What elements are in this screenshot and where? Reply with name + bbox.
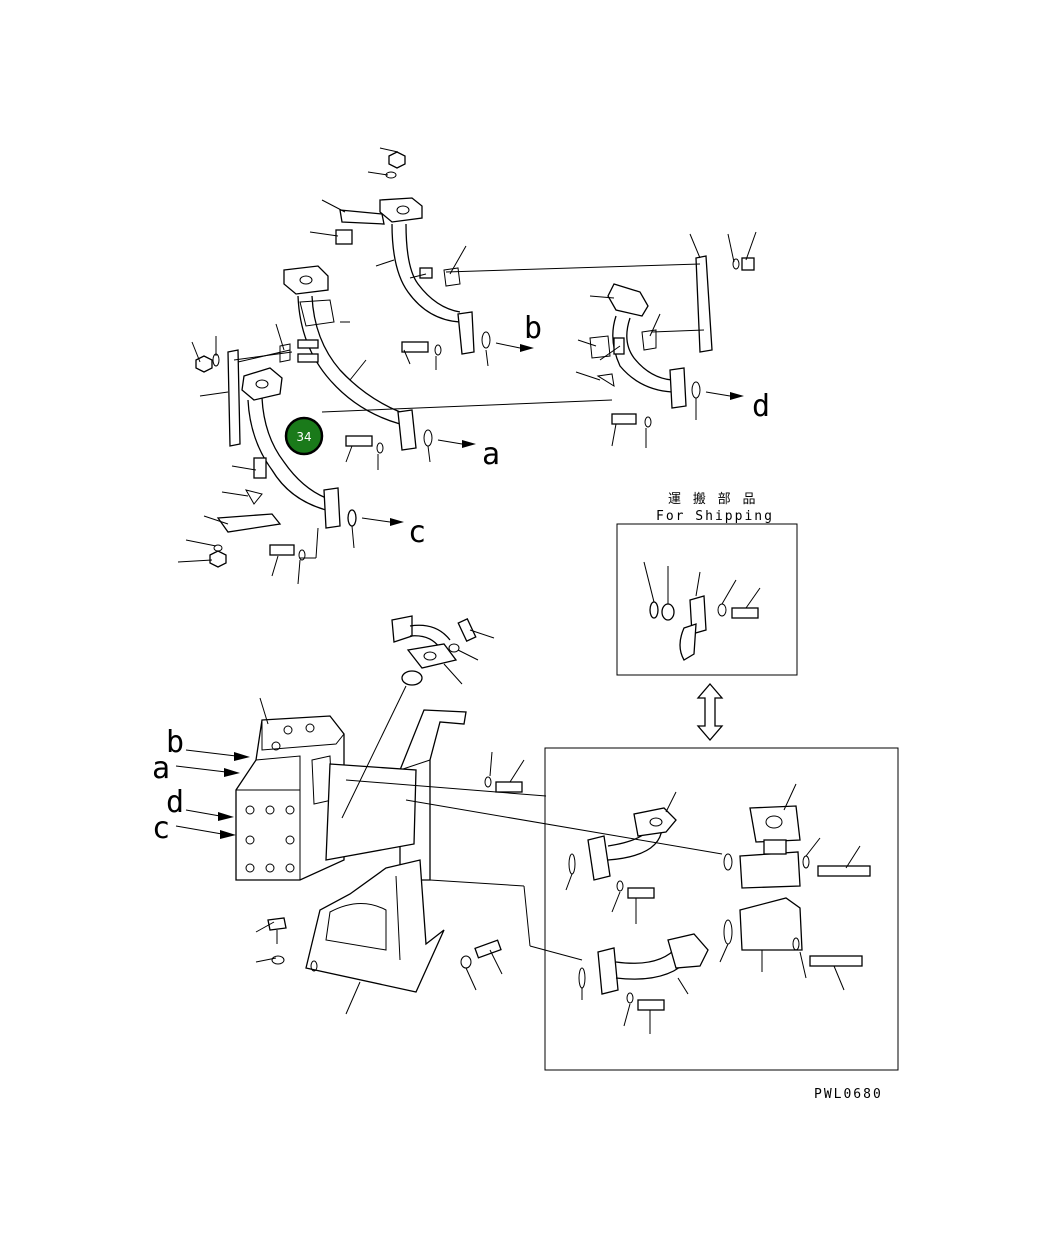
label-a-lower: a — [152, 751, 170, 786]
label-c-lower: c — [152, 811, 170, 846]
bracket-bolts — [460, 751, 525, 991]
tube-d-assembly — [575, 231, 757, 448]
valve-body — [235, 697, 345, 881]
label-d-upper: d — [752, 389, 770, 424]
label-b-upper: b — [524, 311, 542, 346]
label-c-upper: c — [408, 515, 426, 550]
tube-a-assembly — [279, 265, 476, 470]
elbow-top-flange — [341, 615, 495, 819]
tube-c-assembly — [177, 323, 404, 585]
callout-34[interactable]: 34 — [284, 416, 324, 456]
tube-b-assembly — [309, 147, 534, 370]
mounting-bracket — [255, 709, 467, 1015]
shipping-title-jp: 運 搬 部 品 — [668, 492, 757, 507]
figure-code: PWL0680 — [814, 1087, 883, 1102]
shipping-panel: 運 搬 部 品 For Shipping — [616, 492, 798, 676]
shipping-title-en: For Shipping — [656, 509, 774, 524]
detail-box — [544, 747, 899, 1071]
double-arrow — [696, 683, 724, 741]
label-b-lower: b — [166, 725, 184, 760]
label-d-lower: d — [166, 785, 184, 820]
valve-port-arrows — [175, 749, 250, 839]
port-labels: b a c d b a d c — [152, 311, 770, 846]
label-a-upper: a — [482, 437, 500, 472]
callout-number: 34 — [296, 430, 311, 444]
